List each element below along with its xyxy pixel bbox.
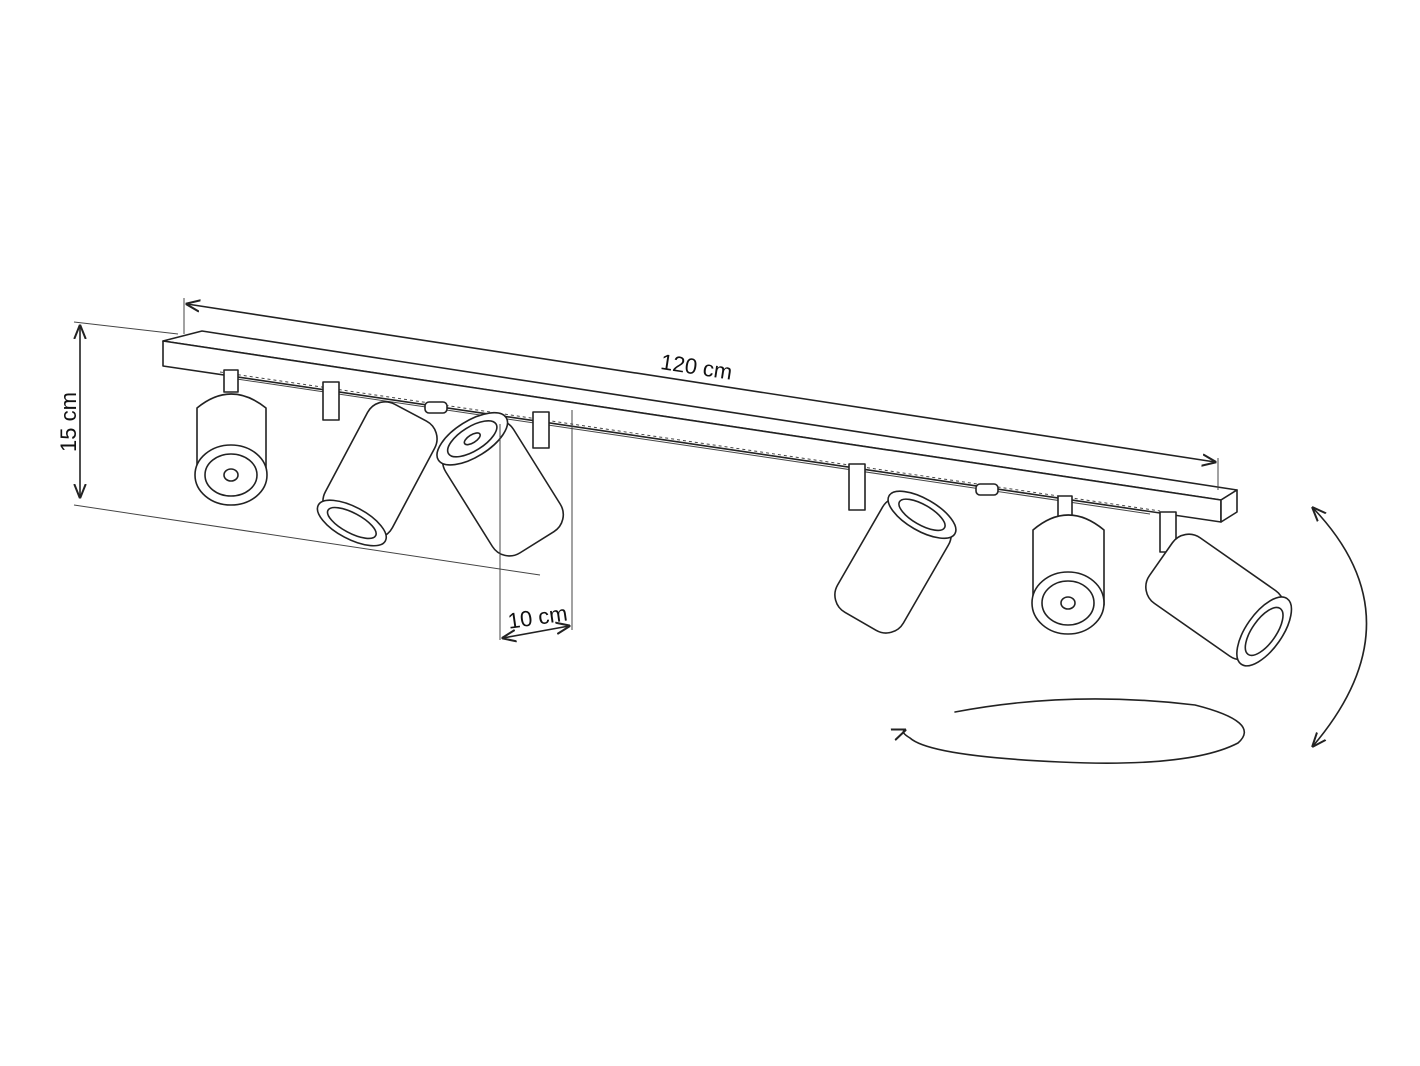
spotlight <box>1031 495 1105 635</box>
height-label: 15 cm <box>56 392 81 452</box>
spotlight <box>194 369 268 506</box>
spotlight <box>834 463 957 634</box>
diameter-label: 10 cm <box>506 601 569 634</box>
length-label: 120 cm <box>659 349 734 385</box>
tilt-arrow-icon <box>1313 508 1368 746</box>
spotlight <box>316 381 438 547</box>
height-dimension: 15 cm <box>56 321 541 576</box>
spotlight <box>1145 511 1293 667</box>
rotation-arrow-icon <box>903 698 1246 764</box>
